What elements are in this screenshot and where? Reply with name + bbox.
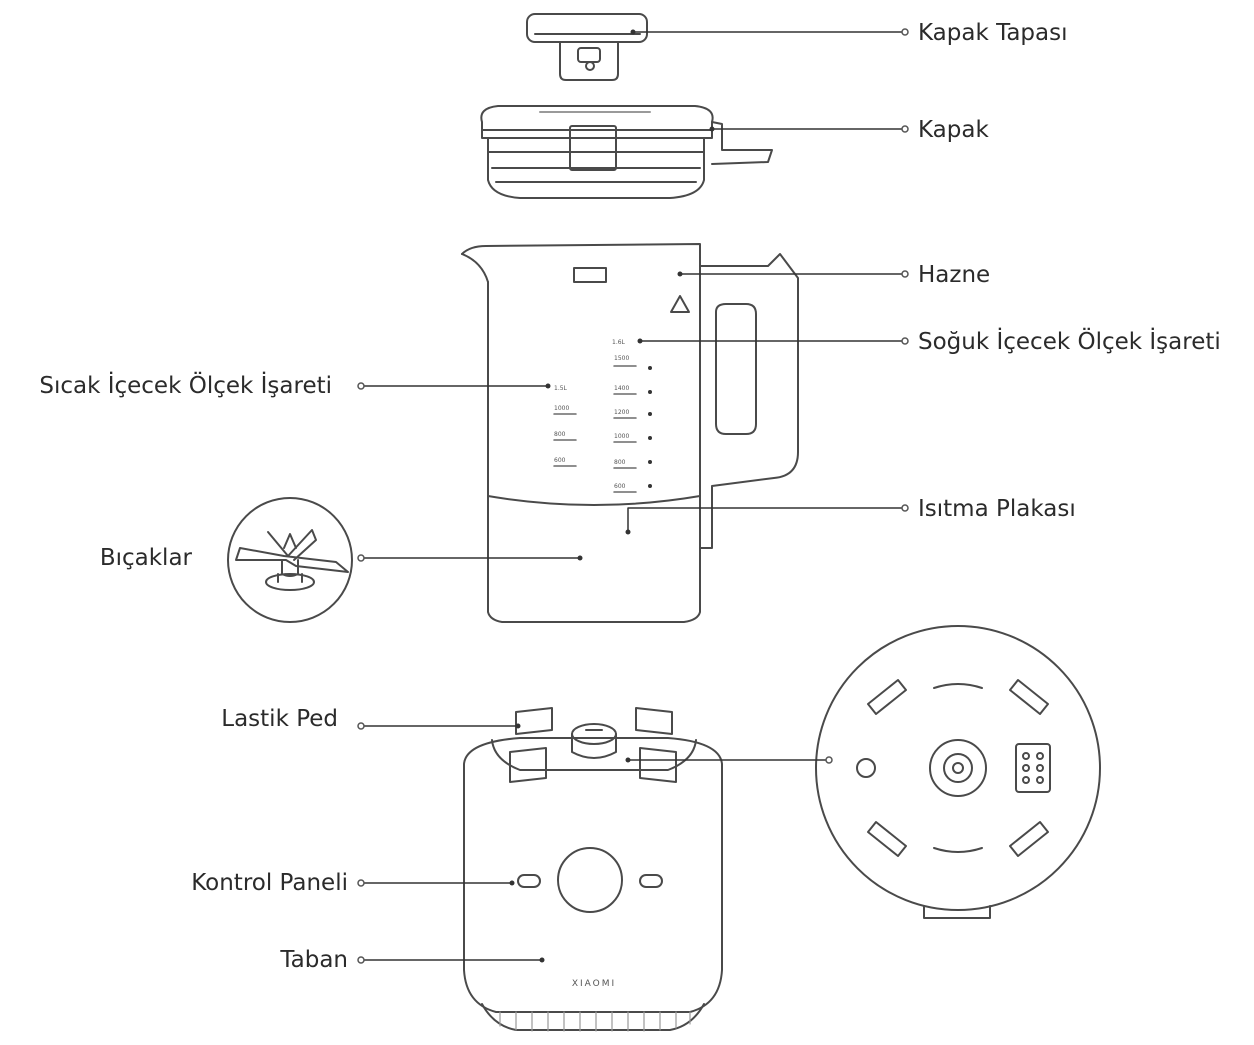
svg-text:1.6L: 1.6L — [612, 339, 626, 346]
label-kapak-tapasi: Kapak Tapası — [918, 20, 1068, 46]
svg-text:1400: 1400 — [614, 385, 629, 392]
leader-lines — [363, 31, 903, 961]
base-part — [463, 707, 723, 1032]
lid-plug-part — [526, 13, 648, 81]
label-hazne: Hazne — [918, 262, 991, 288]
base-bottom-view — [815, 625, 1101, 919]
svg-text:1200: 1200 — [614, 409, 629, 416]
label-soguk-olcek: Soğuk İçecek Ölçek İşareti — [918, 329, 1221, 355]
svg-text:800: 800 — [614, 459, 626, 466]
label-kapak: Kapak — [918, 117, 989, 143]
brand-text: XIAOMI — [572, 979, 616, 989]
lid-part — [480, 105, 773, 199]
label-isitma-plakasi: Isıtma Plakası — [918, 496, 1076, 522]
label-bicaklar: Bıçaklar — [99, 545, 192, 571]
svg-text:1500: 1500 — [614, 355, 629, 362]
label-kontrol-paneli: Kontrol Paneli — [191, 870, 348, 896]
label-sicak-olcek: Sıcak İçecek Ölçek İşareti — [39, 373, 332, 399]
label-taban: Taban — [280, 947, 348, 973]
svg-text:1.5L: 1.5L — [554, 385, 568, 392]
jar-part — [461, 243, 799, 623]
svg-text:1000: 1000 — [614, 433, 629, 440]
blades-part — [227, 497, 353, 623]
svg-text:1000: 1000 — [554, 405, 569, 412]
label-lastik-ped: Lastik Ped — [221, 706, 338, 732]
svg-text:600: 600 — [614, 483, 626, 490]
svg-text:800: 800 — [554, 431, 566, 438]
svg-text:600: 600 — [554, 457, 566, 464]
